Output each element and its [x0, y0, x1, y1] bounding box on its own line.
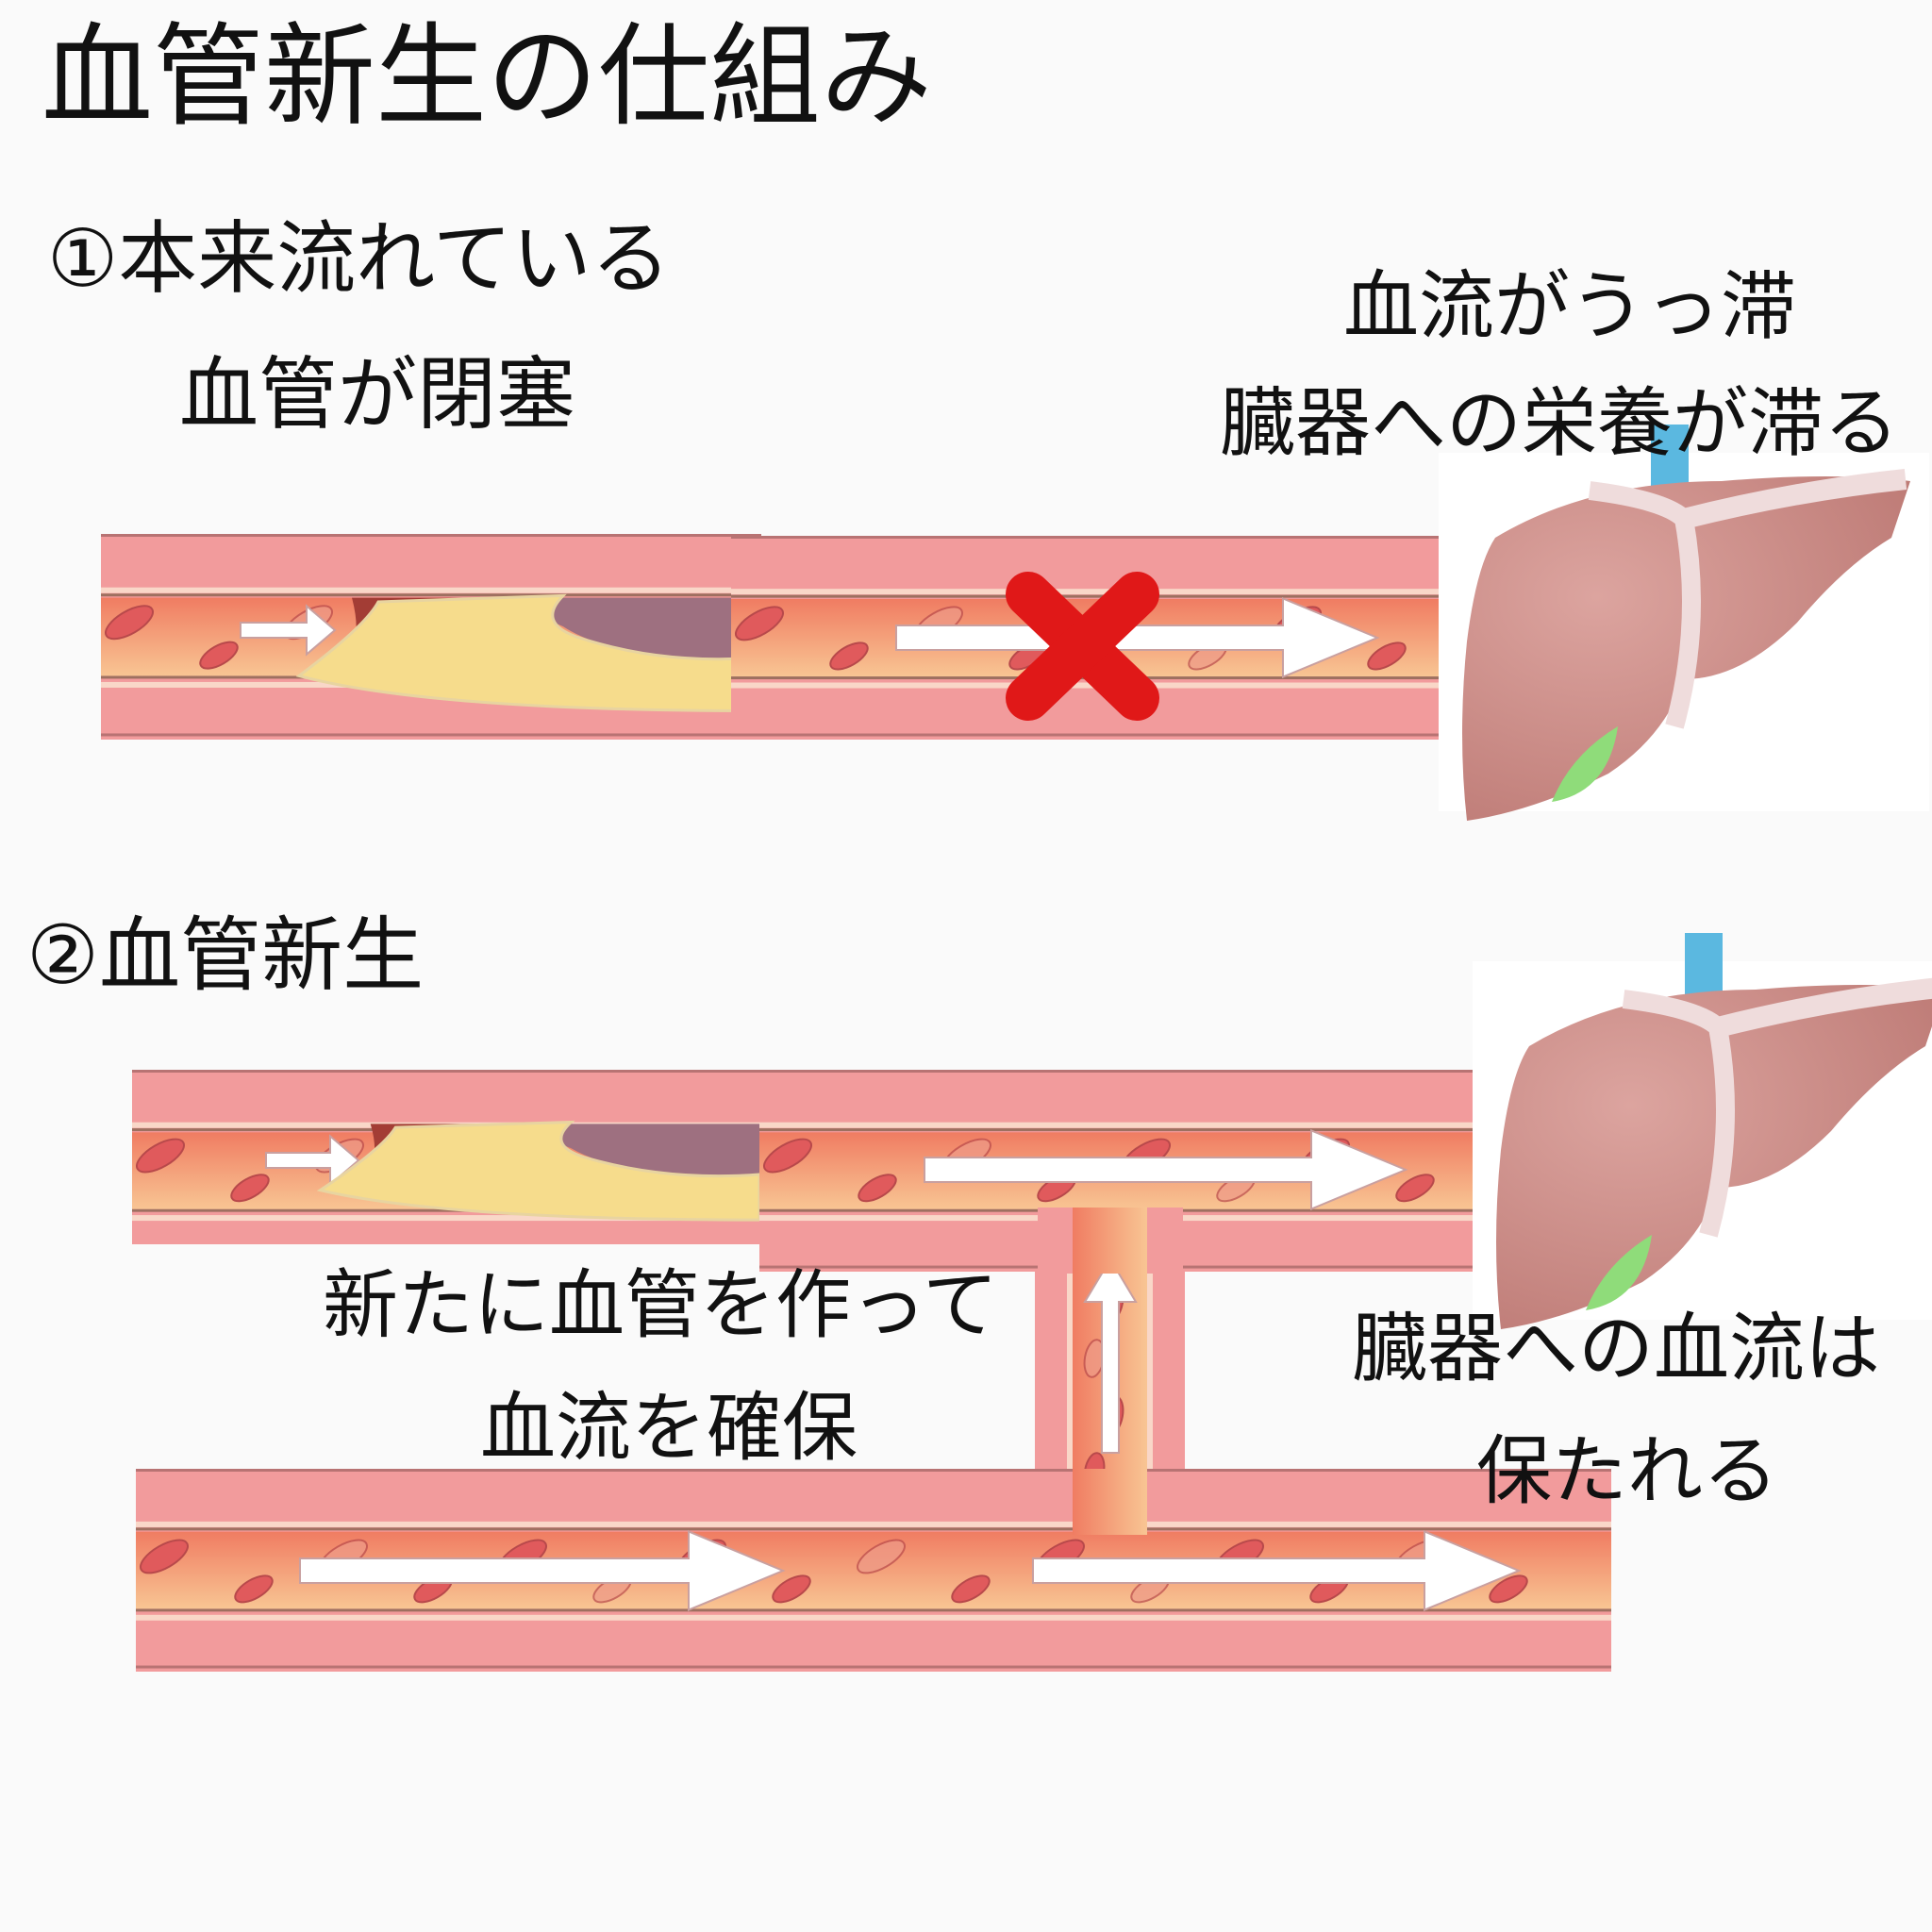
vessel-wall-line: [132, 1215, 792, 1222]
red-x-stroke: [1006, 572, 1159, 721]
vessel-wall-line: [101, 534, 761, 537]
section2-note-line1: 臓器への血流は: [1352, 1305, 1880, 1392]
vessel-wall-line: [731, 589, 1473, 595]
red-blood-cell: [199, 641, 239, 670]
blocked-vessel: [132, 1070, 792, 1282]
plaque: [316, 1120, 761, 1222]
red-blood-cell: [1367, 641, 1407, 671]
lower-vessel: [136, 1469, 1611, 1672]
plaque: [295, 593, 763, 712]
vessel-wall-line: [759, 1070, 1473, 1073]
red-blood-cell: [858, 1174, 897, 1203]
flow-arrow-icon: [240, 604, 337, 657]
vessel-wall-line: [132, 1070, 792, 1073]
red-blood-cell: [1489, 1574, 1528, 1604]
gallbladder-icon: [1586, 1235, 1652, 1310]
section2-caption-line1: 新たに血管を作って: [323, 1261, 998, 1349]
vessel-wall-line: [136, 1521, 1611, 1527]
upper-vessel: [759, 1070, 1473, 1272]
junction-lumen: [1073, 1208, 1147, 1274]
vein-icon: [1651, 425, 1689, 491]
flow-arrow-icon: [924, 1128, 1408, 1211]
page-title: 血管新生の仕組み: [42, 11, 933, 142]
red-blood-cell: [105, 605, 154, 641]
red-blood-cell: [735, 606, 784, 641]
vessel-wall-line: [101, 587, 761, 593]
ligament: [1681, 469, 1907, 529]
vessel-wall-line: [136, 1665, 1611, 1669]
vessel-wall-line: [731, 536, 1473, 539]
red-x-icon: [1006, 572, 1159, 721]
section2-caption-line2: 血流を確保: [480, 1384, 858, 1472]
section2-heading: ②血管新生: [26, 908, 425, 1003]
blocked-vessel: [101, 534, 763, 740]
vessel-wall-line: [136, 1608, 1611, 1612]
ligament: [1715, 977, 1932, 1038]
vessel-wall-line: [136, 1527, 1611, 1531]
section1-note-line1: 血流がうっ滞: [1343, 262, 1796, 350]
section1-heading-line2: 血管が閉塞: [179, 348, 576, 441]
ligament: [1622, 990, 1735, 1238]
vessel-wall-line: [759, 1128, 1473, 1132]
vessel-wall-line: [1067, 1217, 1073, 1522]
vessel-wall-line: [101, 733, 761, 737]
gallbladder-icon: [1552, 726, 1618, 802]
vessel-wall-line: [136, 1469, 1611, 1472]
section1-note-line2: 臓器への栄養が滞る: [1220, 379, 1899, 467]
vessel-cavity: [508, 1124, 759, 1178]
liver-organ-2: [1473, 933, 1932, 1329]
flow-arrow-icon: [895, 596, 1380, 679]
junction-lumen: [1073, 1469, 1147, 1535]
flow-arrow-icon: [1032, 1529, 1522, 1612]
vessel-cavity: [497, 597, 761, 662]
vessel-wall-line: [101, 593, 761, 597]
red-blood-cell: [140, 1539, 189, 1574]
red-blood-cell: [234, 1574, 274, 1604]
vessel-wall-line: [731, 733, 1473, 737]
liver-organ-1: [1439, 425, 1929, 821]
section1-heading-line1: ①本来流れている: [47, 212, 671, 305]
red-blood-cell: [772, 1574, 811, 1604]
red-blood-cell: [763, 1138, 812, 1174]
vessel-wall-line: [1147, 1217, 1153, 1522]
red-blood-cell: [136, 1138, 185, 1174]
red-blood-cell: [1395, 1174, 1435, 1203]
red-blood-cell: [829, 641, 869, 671]
red-blood-cell: [951, 1574, 991, 1604]
vessel-wall-line: [136, 1614, 1611, 1621]
red-blood-cell: [230, 1174, 270, 1203]
vessel-wall-line: [731, 594, 1473, 598]
flow-arrow-icon: [299, 1529, 786, 1612]
section2-note-line2: 保たれる: [1476, 1427, 1778, 1515]
flow-arrow-icon: [1083, 1257, 1138, 1454]
red-blood-cell: [857, 1539, 906, 1574]
vessel-wall-line: [759, 1122, 1473, 1128]
ligament: [1588, 481, 1701, 729]
vein-icon: [1685, 933, 1723, 999]
background: [132, 1244, 759, 1282]
